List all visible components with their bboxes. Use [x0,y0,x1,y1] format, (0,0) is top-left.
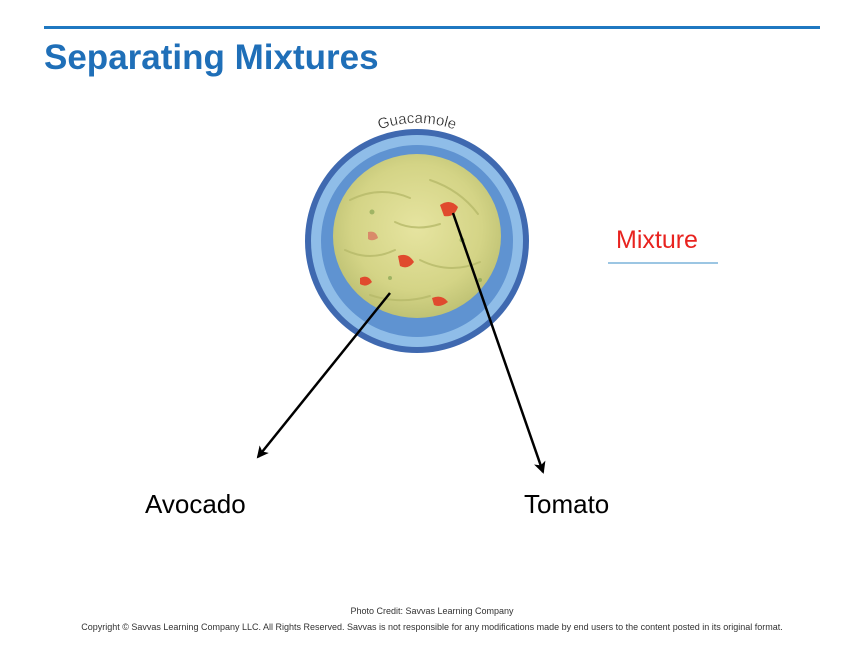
tomato-label: Tomato [524,489,610,519]
guacamole-bowl [305,129,529,353]
top-rule [44,26,820,29]
bowl-label: Guacamole [376,110,459,133]
avocado-label: Avocado [145,489,246,519]
mixture-underline [608,262,718,264]
mixture-label: Mixture [616,226,698,254]
tomato-pieces [360,201,458,306]
arrow-to-tomato [451,212,546,474]
copyright-notice: Copyright © Savvas Learning Company LLC.… [81,622,783,632]
photo-credit: Photo Credit: Savvas Learning Company [350,606,514,616]
slide-title: Separating Mixtures [44,38,379,77]
arrow-to-avocado [256,292,391,459]
